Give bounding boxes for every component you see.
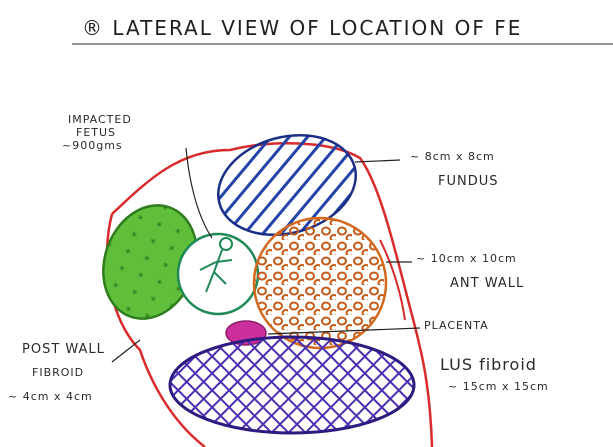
- fetus-circle: [178, 234, 258, 314]
- label-ant-wall: ANT WALL: [450, 276, 524, 291]
- label-ant-size: ~ 10cm x 10cm: [416, 252, 517, 265]
- lus-fibroid: [170, 337, 414, 433]
- diagram-title: ® LATERAL VIEW OF LOCATION OF FE: [82, 16, 522, 40]
- label-post-wall: POST WALL: [22, 342, 105, 357]
- label-lus-size: ~ 15cm x 15cm: [448, 380, 549, 393]
- label-lus-fibroid: LUS fibroid: [440, 355, 537, 374]
- label-fetus: FETUS: [76, 126, 116, 139]
- label-fundus-size: ~ 8cm x 8cm: [410, 150, 495, 163]
- anterior-wall-fibroid: [254, 218, 386, 348]
- label-fetus-weight: ~900gms: [62, 139, 123, 152]
- label-post-size: ~ 4cm x 4cm: [8, 390, 93, 403]
- pointer-post-wall: [112, 340, 140, 362]
- label-placenta: PLACENTA: [424, 319, 489, 332]
- label-impacted: IMPACTED: [68, 113, 132, 126]
- label-post-fibroid: FIBROID: [32, 366, 84, 379]
- label-fundus: FUNDUS: [438, 174, 499, 189]
